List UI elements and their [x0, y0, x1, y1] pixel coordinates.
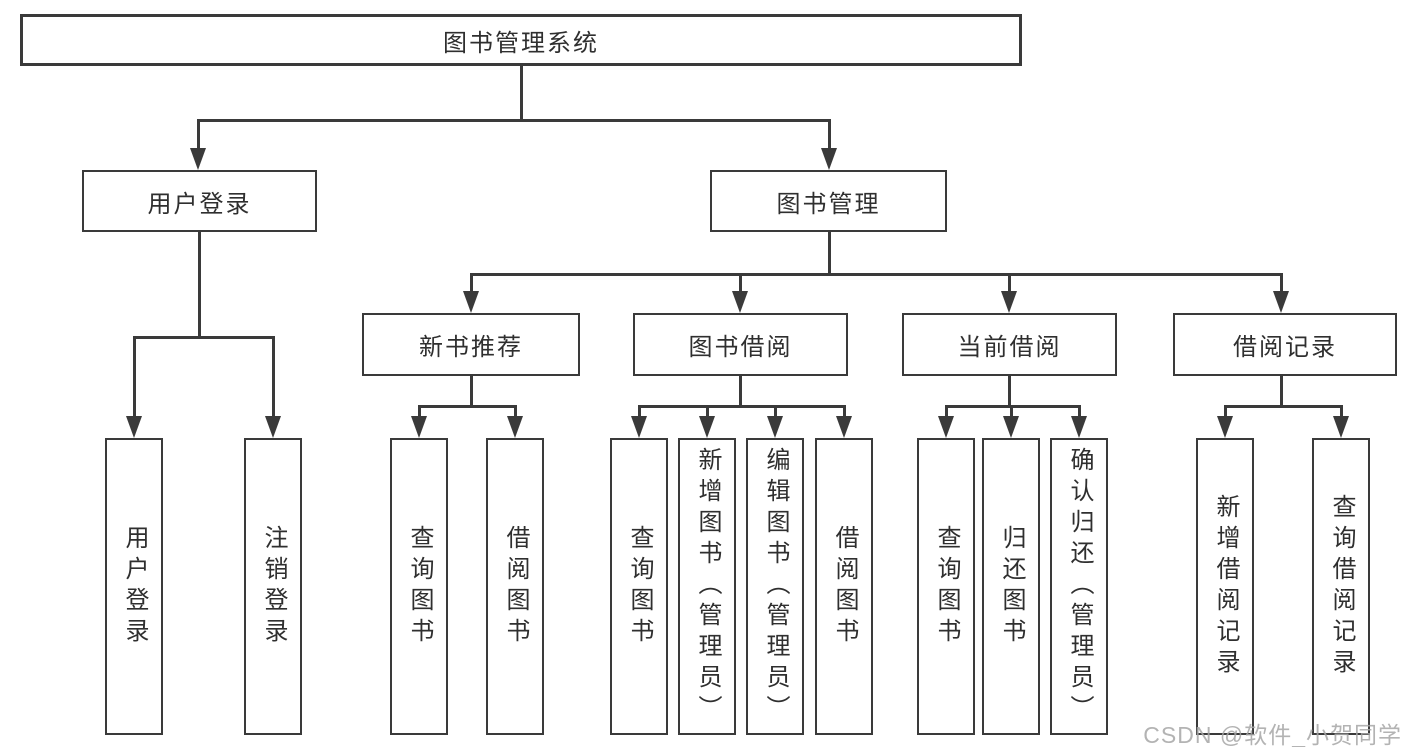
node-book-borrow-label: 图书借阅 — [688, 334, 793, 361]
leaf-return-books-label: 归还图书 — [998, 524, 1025, 649]
arrow-to-book-borrow — [732, 291, 748, 313]
leaf-edit-books-admin: 编辑图书（管理员） — [746, 438, 804, 735]
arrow-to-leaf-borrow-books — [836, 416, 852, 438]
connector-book-management-stem — [828, 232, 831, 273]
connector-borrow-bar — [638, 405, 845, 408]
connector-to-new-book-recommend — [470, 273, 473, 293]
node-new-book-recommend-label: 新书推荐 — [419, 334, 523, 361]
connector-to-leaf-query-recommend — [418, 405, 421, 418]
connector-record-stem — [1280, 376, 1283, 405]
leaf-query-books-borrow: 查询图书 — [610, 438, 668, 735]
leaf-query-borrow-record-label: 查询借阅记录 — [1328, 493, 1355, 680]
connector-to-book-borrow — [739, 273, 742, 293]
connector-recommend-bar — [418, 405, 517, 408]
leaf-borrow-books-label: 借阅图书 — [831, 524, 858, 649]
node-root-label: 图书管理系统 — [443, 29, 599, 57]
node-borrow-record: 借阅记录 — [1173, 313, 1397, 376]
node-book-borrow: 图书借阅 — [633, 313, 848, 376]
arrow-to-leaf-return-books — [1003, 416, 1019, 438]
leaf-logout: 注销登录 — [244, 438, 302, 735]
connector-to-leaf-return-books — [1010, 405, 1013, 418]
arrow-to-leaf-logout — [265, 416, 281, 438]
leaf-edit-books-admin-label: 编辑图书（管理员） — [762, 447, 789, 726]
leaf-query-books-recommend: 查询图书 — [390, 438, 448, 735]
leaf-borrow-books: 借阅图书 — [815, 438, 873, 735]
connector-to-leaf-borrow-recommend — [514, 405, 517, 418]
node-book-management-label: 图书管理 — [776, 190, 881, 218]
connector-to-leaf-add-record — [1224, 405, 1227, 418]
leaf-query-books-current-label: 查询图书 — [933, 524, 960, 649]
connector-to-book-management — [828, 119, 831, 150]
connector-to-borrow-record — [1280, 273, 1283, 293]
arrow-to-leaf-query-record — [1333, 416, 1349, 438]
connector-to-leaf-edit-books — [774, 405, 777, 418]
arrow-to-leaf-add-record — [1217, 416, 1233, 438]
leaf-borrow-books-recommend-label: 借阅图书 — [502, 524, 529, 649]
arrow-to-user-login — [190, 148, 206, 170]
leaf-add-books-admin: 新增图书（管理员） — [678, 438, 736, 735]
leaf-add-borrow-record-label: 新增借阅记录 — [1212, 493, 1239, 680]
node-current-borrow-label: 当前借阅 — [957, 334, 1062, 361]
connector-borrow-stem — [739, 376, 742, 405]
node-new-book-recommend: 新书推荐 — [362, 313, 580, 376]
connector-root-bar — [197, 119, 830, 122]
connector-to-leaf-user-login — [133, 336, 136, 418]
connector-to-leaf-confirm-return — [1078, 405, 1081, 418]
arrow-to-leaf-query-borrow — [631, 416, 647, 438]
node-borrow-record-label: 借阅记录 — [1233, 334, 1337, 361]
connector-to-current-borrow — [1008, 273, 1011, 293]
leaf-add-books-admin-label: 新增图书（管理员） — [694, 447, 721, 726]
arrow-to-leaf-user-login — [126, 416, 142, 438]
connector-to-leaf-query-current — [945, 405, 948, 418]
leaf-query-books-borrow-label: 查询图书 — [626, 524, 653, 649]
leaf-query-books-recommend-label: 查询图书 — [406, 524, 433, 649]
csdn-watermark: CSDN @软件_小贺同学 — [1143, 722, 1402, 747]
connector-root-stem — [520, 66, 523, 119]
node-user-login-label: 用户登录 — [147, 190, 252, 218]
connector-book-management-bar — [470, 273, 1282, 276]
leaf-query-borrow-record: 查询借阅记录 — [1312, 438, 1370, 735]
arrow-to-leaf-add-books — [699, 416, 715, 438]
arrow-to-new-book-recommend — [463, 291, 479, 313]
connector-current-stem — [1008, 376, 1011, 405]
leaf-confirm-return-admin: 确认归还（管理员） — [1050, 438, 1108, 735]
leaf-confirm-return-admin-label: 确认归还（管理员） — [1066, 447, 1093, 726]
leaf-logout-label: 注销登录 — [260, 524, 287, 649]
leaf-query-books-current: 查询图书 — [917, 438, 975, 735]
arrow-to-leaf-confirm-return — [1071, 416, 1087, 438]
arrow-to-leaf-edit-books — [767, 416, 783, 438]
connector-record-bar — [1224, 405, 1342, 408]
leaf-user-login-label: 用户登录 — [121, 524, 148, 649]
arrow-to-leaf-query-recommend — [411, 416, 427, 438]
arrow-to-leaf-query-current — [938, 416, 954, 438]
leaf-user-login: 用户登录 — [105, 438, 163, 735]
arrow-to-borrow-record — [1273, 291, 1289, 313]
connector-recommend-stem — [470, 376, 473, 405]
node-root: 图书管理系统 — [20, 14, 1022, 66]
arrow-to-leaf-borrow-recommend — [507, 416, 523, 438]
connector-to-leaf-query-borrow — [638, 405, 641, 418]
connector-to-user-login — [197, 119, 200, 150]
connector-current-bar — [945, 405, 1080, 408]
connector-to-leaf-query-record — [1340, 405, 1343, 418]
leaf-return-books: 归还图书 — [982, 438, 1040, 735]
connector-to-leaf-borrow-books — [843, 405, 846, 418]
connector-user-login-bar — [133, 336, 274, 339]
node-user-login: 用户登录 — [82, 170, 317, 232]
node-book-management: 图书管理 — [710, 170, 947, 232]
connector-to-leaf-logout — [272, 336, 275, 418]
connector-user-login-stem — [198, 232, 201, 336]
connector-to-leaf-add-books — [706, 405, 709, 418]
node-current-borrow: 当前借阅 — [902, 313, 1117, 376]
arrow-to-book-management — [821, 148, 837, 170]
arrow-to-current-borrow — [1001, 291, 1017, 313]
leaf-borrow-books-recommend: 借阅图书 — [486, 438, 544, 735]
leaf-add-borrow-record: 新增借阅记录 — [1196, 438, 1254, 735]
